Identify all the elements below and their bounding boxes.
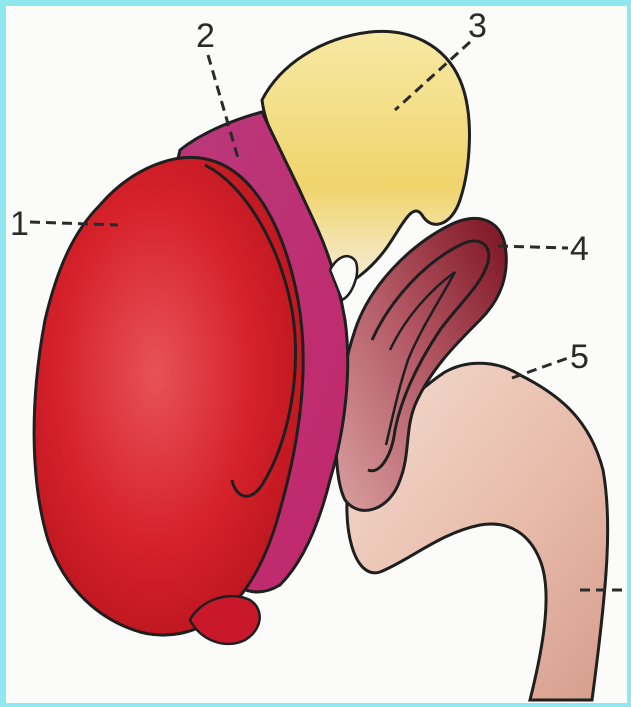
label-2: 2 bbox=[196, 17, 215, 55]
leader-line-5 bbox=[512, 358, 568, 378]
label-4: 4 bbox=[570, 230, 589, 268]
brain-diagram: 1 2 3 4 5 bbox=[6, 6, 627, 703]
label-5: 5 bbox=[570, 338, 589, 376]
leader-line-4 bbox=[498, 246, 568, 248]
diagram-frame: 1 2 3 4 5 bbox=[6, 6, 627, 703]
label-3: 3 bbox=[468, 7, 487, 45]
label-1: 1 bbox=[10, 205, 29, 243]
